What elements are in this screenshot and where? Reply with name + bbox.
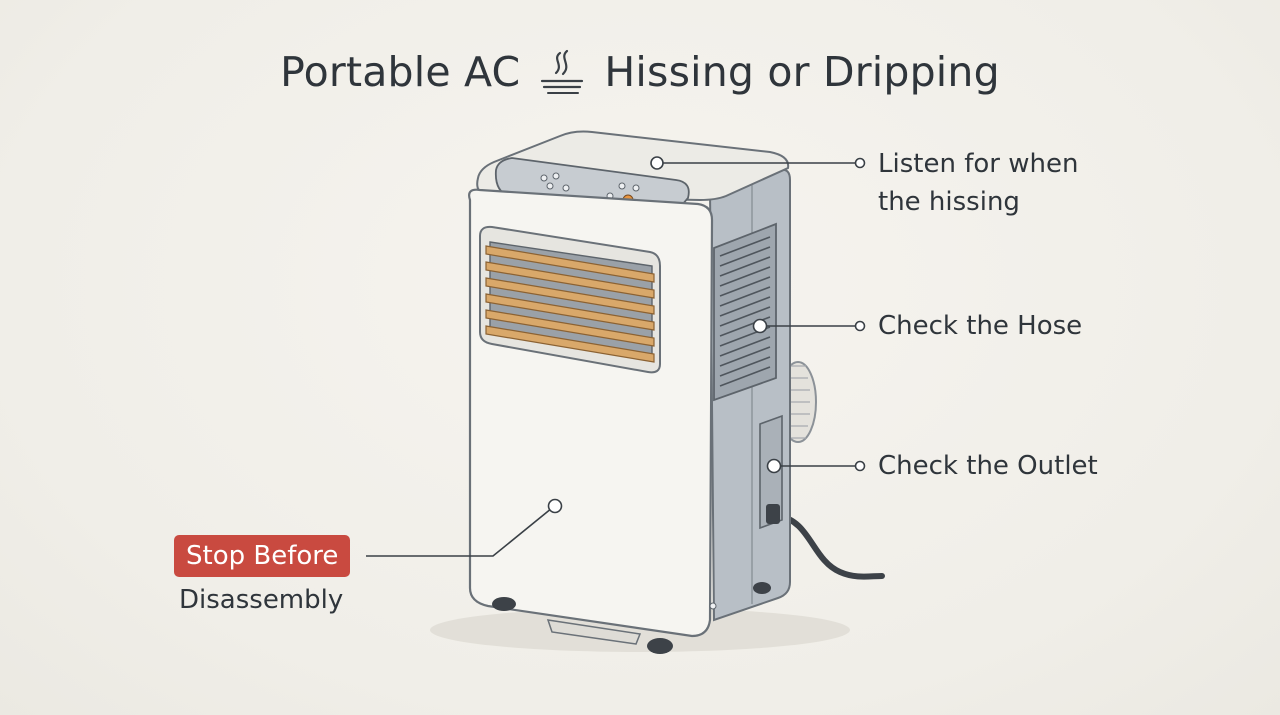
louvers (485, 245, 655, 363)
title-part-2: Hissing or Dripping (604, 48, 1000, 96)
side-vent-grille (713, 222, 777, 402)
leader-outlet (766, 458, 866, 474)
leader-stop (366, 498, 563, 557)
stop-warning-subtext: Disassembly (179, 585, 344, 615)
floor-shadow (430, 608, 850, 652)
page-title: Portable AC Hissing or Dripping (0, 44, 1280, 100)
wheels (492, 582, 771, 654)
plug (766, 504, 780, 524)
callout-listen-line2: the hissing (878, 187, 1020, 217)
title-part-1: Portable AC (280, 48, 521, 96)
callout-outlet: Check the Outlet (878, 451, 1098, 481)
callout-hose: Check the Hose (878, 311, 1083, 341)
callout-listen: Listen for when the hissing (878, 145, 1078, 221)
power-cord (775, 513, 885, 580)
stop-warning-badge: Stop Before (174, 535, 351, 577)
leader-hose (752, 318, 866, 334)
base-tray (546, 619, 642, 645)
leader-listen (650, 156, 866, 170)
callout-listen-line1: Listen for when (878, 149, 1079, 179)
steam-hiss-icon (541, 49, 584, 94)
